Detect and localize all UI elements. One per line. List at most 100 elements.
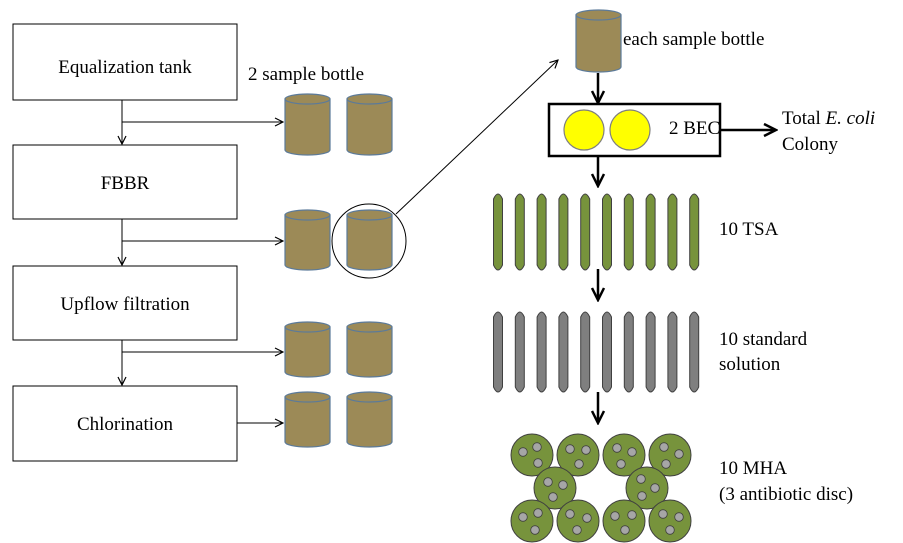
sample-bottle-icon [346,321,393,378]
antibiotic-disc [548,492,558,502]
sample-bottle-icon [346,209,393,271]
antibiotic-disc [659,442,669,452]
process-step-label: Chlorination [77,414,174,435]
mha-plate [648,433,692,477]
standard-tube [493,311,503,393]
standard-tube [536,311,547,393]
mha-plate [648,499,692,543]
sample-bottle-icon [284,391,331,448]
each-sample-bottle-label: each sample bottle [623,29,764,50]
tsa-tube [602,193,612,271]
antibiotic-disc [558,480,568,490]
antibiotic-disc [637,491,647,501]
ecoli-species: E. coli [825,108,876,129]
antibiotic-disc [658,509,668,519]
process-step-upflow-filtration: Upflow filtration [12,265,238,341]
process-step-label: Upflow filtration [60,294,190,315]
antibiotic-disc [650,483,660,493]
antibiotic-disc [565,509,575,519]
antibiotic-disc [543,477,553,487]
mha-plate [602,499,646,543]
sample-bottle-icon [575,9,622,73]
antibiotic-disc [518,512,528,522]
mha-plate [510,499,554,543]
mha-plate [556,433,600,477]
sample-bottle-icon [346,391,393,448]
bec-box: 2 BEC [547,102,722,158]
tsa-label: 10 TSA [719,219,779,240]
bec-label: 2 BEC [669,118,720,139]
sampling-arrows [122,122,283,423]
antibiotic-disc [610,511,620,521]
sample-bottles [284,93,393,448]
antibiotic-disc [627,447,637,457]
mha-label-line2: (3 antibiotic disc) [719,484,853,505]
process-step-label: FBBR [101,173,150,194]
antibiotic-disc [661,459,671,469]
total-prefix: Total [782,108,826,129]
standard-tube [623,311,634,393]
bec-plate [563,109,605,151]
mha-plate [556,499,600,543]
tsa-tubes [493,193,700,271]
antibiotic-disc [612,443,622,453]
standard-tube [558,311,569,393]
antibiotic-disc [574,459,584,469]
antibiotic-disc [674,512,684,522]
mha-label-line1: 10 MHA [719,458,787,479]
antibiotic-disc [616,459,626,469]
total-ecoli-label: Total E. coli [782,108,875,129]
bec-plate [609,109,651,151]
antibiotic-disc [572,525,582,535]
antibiotic-disc [518,447,528,457]
process-step-equalization-tank: Equalization tank [12,23,238,101]
standard-tube [580,311,591,393]
sample-bottle-icon [346,93,393,156]
standard-tube [514,311,525,393]
tsa-tube [493,193,503,271]
antibiotic-disc [582,513,592,523]
bec-plates [563,109,651,151]
antibiotic-disc [636,474,646,484]
sample-bottle-icon [284,93,331,156]
tsa-tube [667,193,678,271]
mha-plate [602,433,646,477]
tsa-tube [689,193,700,271]
tsa-tube [536,193,547,271]
antibiotic-disc [665,525,675,535]
antibiotic-disc [674,449,684,459]
antibiotic-disc [565,444,575,454]
standard-tube [689,311,700,393]
antibiotic-disc [533,508,543,518]
process-step-chlorination: Chlorination [12,385,238,462]
antibiotic-disc [627,510,637,520]
standard-label-line2: solution [719,354,781,375]
process-step-fbbr: FBBR [12,144,238,220]
mha-plate [510,433,554,477]
antibiotic-disc [620,525,630,535]
standard-tube [645,311,656,393]
mha-plates [510,433,692,543]
standard-label-line1: 10 standard [719,329,808,350]
standard-tube [667,311,678,393]
sample-bottle-icon [284,209,331,271]
tsa-tube [514,193,525,271]
antibiotic-disc [533,458,543,468]
sample-bottle-icon [284,321,331,378]
colony-label: Colony [782,134,838,155]
zoom-arrow [395,60,558,215]
mha-plate [625,466,669,510]
two-sample-bottle-label: 2 sample bottle [248,64,364,85]
tsa-tube [558,193,569,271]
single-sample-bottle [575,9,622,73]
tsa-tube [623,193,634,271]
antibiotic-disc [581,445,591,455]
tsa-tube [645,193,656,271]
standard-tube [602,311,612,393]
process-step-label: Equalization tank [58,57,192,78]
highlight-circle [331,203,407,279]
tsa-tube [580,193,591,271]
mha-plate [533,466,577,510]
standard-solution-tubes [493,311,700,393]
